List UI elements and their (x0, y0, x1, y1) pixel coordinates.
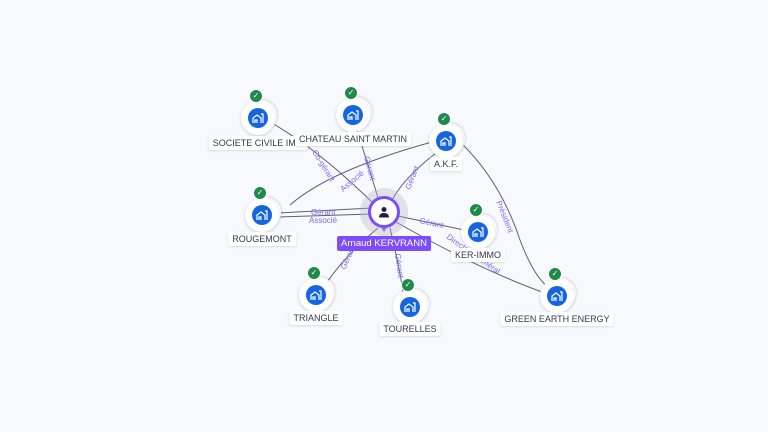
edge-akf-associe (289, 141, 433, 206)
edge-label-cogerant: Co-gérant (310, 148, 337, 184)
verified-check-icon: ✓ (344, 86, 358, 100)
edge-label-green-president: Président (494, 199, 515, 234)
building-icon (252, 205, 272, 225)
verified-check-icon: ✓ (469, 203, 483, 217)
company-label: GREEN EARTH ENERGY (500, 312, 614, 326)
edge-green-dg (395, 221, 546, 294)
edge-kerimmo (397, 215, 465, 231)
edge-rougemont-gerant (277, 207, 373, 214)
verified-check-icon: ✓ (401, 278, 415, 292)
edge-label-akf-associe: Associé (339, 168, 367, 193)
edge-label-chateau-gerant: Gérant (362, 155, 377, 182)
person-pin-tip (379, 224, 389, 232)
verified-check-icon: ✓ (437, 112, 451, 126)
edge-label-tourelles-gerant: Gérant (393, 253, 405, 279)
company-label: A.K.F. (429, 157, 463, 171)
building-icon (400, 297, 420, 317)
building-icon (343, 105, 363, 125)
verified-check-icon: ✓ (253, 186, 267, 200)
verified-check-icon: ✓ (548, 267, 562, 281)
edge-label-rougemont-gerant: Gérant (311, 208, 336, 217)
company-label: SOCIETE CIVILE IMM (208, 136, 308, 150)
person-node[interactable] (368, 196, 400, 228)
company-label: ROUGEMONT (228, 232, 296, 246)
edge-label-akf-gerant: Gérant (404, 164, 422, 191)
person-icon (379, 207, 389, 218)
edge-label-kerimmo-gerant: Gérant (419, 216, 446, 230)
company-label: CHATEAU SAINT MARTIN (294, 132, 412, 146)
company-label: KER-IMMO (451, 248, 505, 262)
verified-check-icon: ✓ (249, 89, 263, 103)
company-label: TOURELLES (379, 322, 441, 336)
company-label: TRIANGLE (289, 311, 343, 325)
building-icon (547, 286, 567, 306)
building-icon (248, 108, 268, 128)
verified-check-icon: ✓ (307, 266, 321, 280)
edge-label-rougemont-associe: Associé (309, 216, 338, 225)
building-icon (436, 131, 456, 151)
edge-rougemont-associe (277, 213, 373, 218)
edge-green-president (459, 141, 553, 291)
person-label: Arnaud KERVRANN (337, 236, 431, 251)
building-icon (306, 285, 326, 305)
building-icon (468, 222, 488, 242)
edge-sci (269, 121, 381, 211)
